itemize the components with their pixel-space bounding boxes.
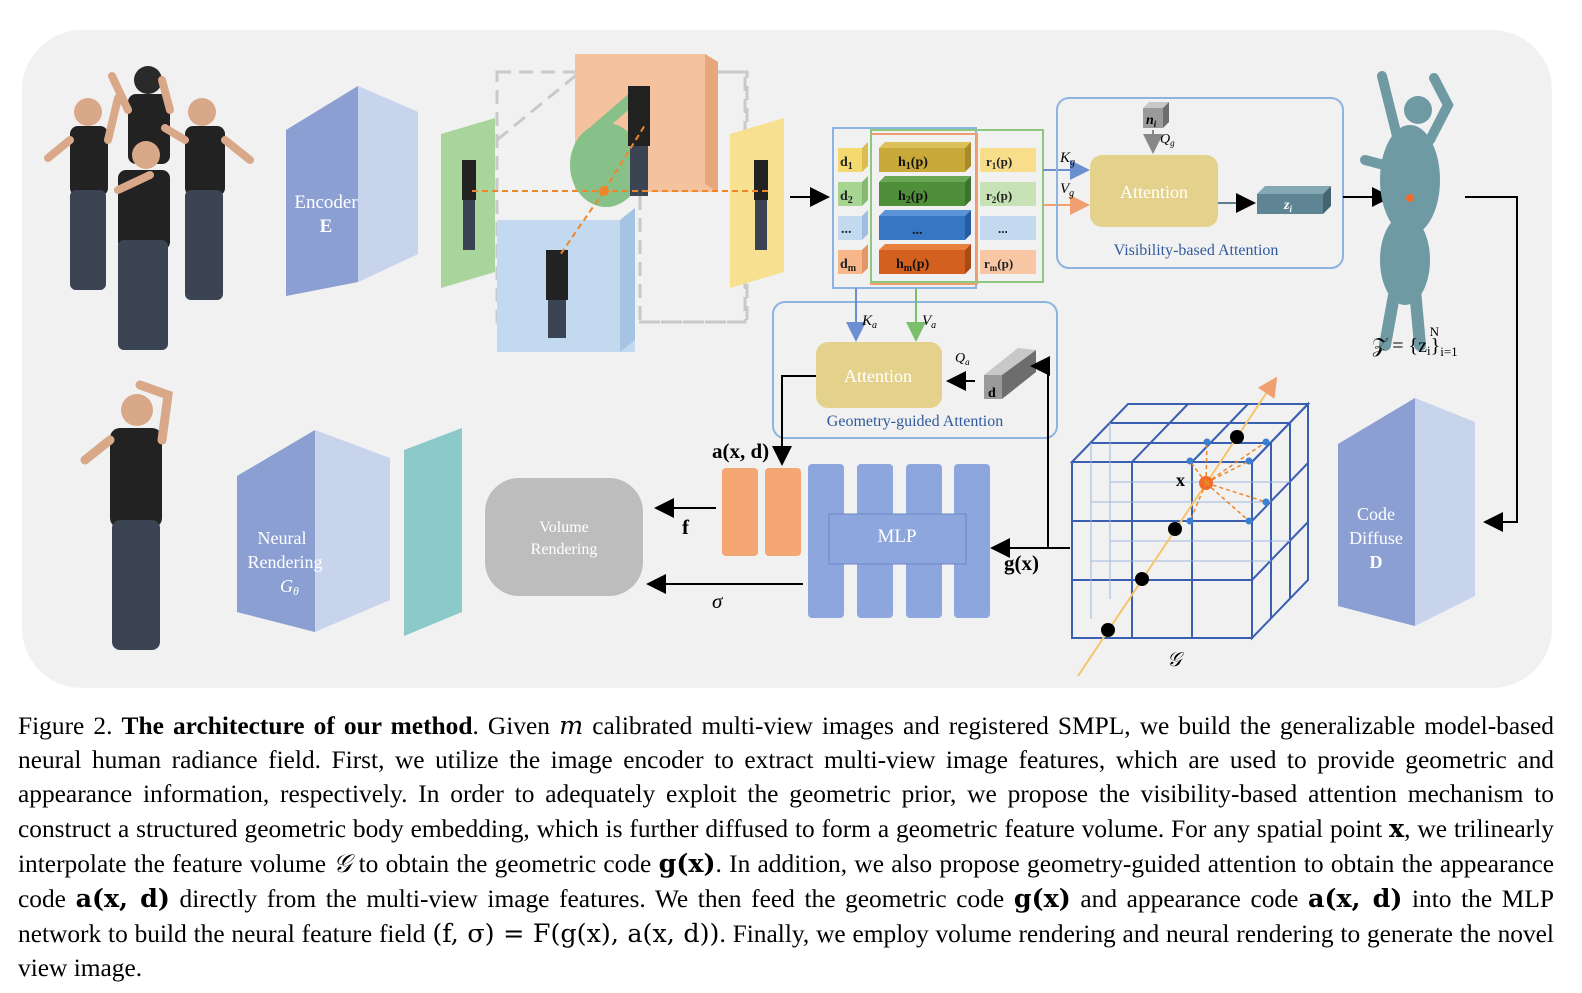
architecture-diagram: Encoder E	[44, 54, 1518, 677]
d1-label: d1	[840, 155, 853, 172]
qg-label: Qg	[1160, 132, 1175, 148]
gx-label: g(x)	[1004, 551, 1039, 575]
smpl-body	[1360, 71, 1454, 351]
mlp-label: MLP	[877, 526, 916, 547]
volume-rendering-line2: Rendering	[531, 541, 598, 558]
h1-label: h1(p)	[898, 155, 928, 172]
code-diffuse-block: Code Diffuse D	[1338, 398, 1475, 626]
d-ellipsis: ...	[841, 222, 852, 237]
caption-text-6: to obtain the geometric code	[351, 850, 659, 878]
f-label: f	[682, 515, 690, 539]
zi-label: zi	[1283, 198, 1292, 214]
caption-text-10: directly from the multi-view image featu…	[169, 885, 1014, 913]
h-bars	[879, 142, 971, 274]
kg-label: Kg	[1059, 150, 1075, 168]
caption-text-12: and appearance code	[1070, 885, 1309, 913]
caption-math-x: x	[1389, 813, 1405, 843]
r-ellipsis: ...	[998, 221, 1008, 236]
hm-label: hm(p)	[896, 257, 930, 274]
caption-text-2: calibrated multi-view images and registe…	[18, 712, 1554, 843]
r1-label: r1(p)	[986, 154, 1012, 171]
caption-math-axd: a(x, d)	[75, 883, 170, 913]
figure-title: The architecture of our method	[121, 712, 473, 740]
code-diffuse-line2: Diffuse	[1349, 528, 1403, 548]
qa-label: Qa	[955, 351, 970, 367]
d-dir-label: d	[988, 386, 996, 401]
caption-text-0: . Given	[472, 712, 560, 740]
a-xd-label: a(x, d)	[712, 439, 769, 463]
neural-rendering-line1: Neural	[258, 528, 307, 548]
dm-label: dm	[840, 257, 857, 274]
novel-view-photo	[80, 380, 173, 650]
code-diffuse-symbol: D	[1370, 552, 1383, 572]
ka-label: Ka	[861, 313, 877, 331]
rm-label: rm(p)	[984, 256, 1013, 273]
caption-math-field: (f, σ) = F(g(x), a(x, d))	[432, 918, 720, 948]
vis-attention-label: Attention	[1120, 182, 1188, 202]
geo-attention-label: Attention	[844, 366, 912, 386]
r-bars	[980, 148, 1036, 274]
x-point-label: x	[1176, 470, 1185, 490]
caption-math-gx: g(x)	[658, 848, 716, 878]
caption-math-G: 𝒢	[333, 848, 352, 878]
mlp-block: MLP	[722, 464, 990, 618]
d2-label: d2	[840, 189, 853, 206]
caption-math-axd-2: a(x, d)	[1308, 883, 1403, 913]
caption-text-8: . In addition, we also propose geometry-…	[18, 850, 1555, 913]
d-cubes	[838, 142, 868, 274]
input-views-photo	[44, 66, 254, 350]
z-set-label: 𝒵 = {zi}i=1N	[1372, 324, 1458, 359]
geometry-attention-module: Ka Va Attention Geometry-guided Attentio…	[772, 288, 1058, 439]
va-label: Va	[922, 313, 936, 331]
feature-volume-grid	[1069, 401, 1311, 641]
figure-caption: Figure 2. The architecture of our method…	[18, 708, 1554, 985]
visibility-attention-module: Attention Visibility-based Attention ni …	[1056, 97, 1344, 269]
encoder-symbol: E	[320, 216, 333, 237]
vg-label: Vg	[1060, 181, 1074, 199]
caption-text-14: into the MLP network to build the neural…	[18, 885, 1554, 948]
multi-view-feature-planes	[441, 54, 784, 352]
figure-number: Figure 2.	[18, 712, 113, 740]
volume-rendering-block: Volume Rendering	[485, 478, 643, 596]
neural-rendering-symbol: Gθ	[280, 576, 299, 598]
encoder-label: Encoder	[294, 192, 358, 213]
r2-label: r2(p)	[986, 188, 1012, 205]
geo-attention-caption: Geometry-guided Attention	[827, 413, 1003, 430]
sigma-label: σ	[712, 589, 724, 613]
h-ellipsis: ...	[912, 223, 923, 238]
caption-math-m: m	[559, 710, 584, 740]
caption-text-4: , we trilinearly interpolate the feature…	[18, 815, 1554, 878]
ni-label: ni	[1146, 113, 1157, 129]
caption-text-16: . Finally, we employ volume rendering an…	[18, 920, 1554, 982]
code-diffuse-line1: Code	[1357, 504, 1395, 524]
grid-label: 𝒢	[1167, 649, 1185, 671]
feature-table: d1 d2 ... dm h1(p) h2(p) ... hm(p)	[832, 127, 1044, 289]
neural-rendering-line2: Rendering	[248, 552, 323, 572]
encoder-block: Encoder E	[286, 86, 418, 296]
vis-attention-caption: Visibility-based Attention	[1114, 242, 1279, 259]
volume-rendering-line1: Volume	[539, 519, 588, 536]
h2-label: h2(p)	[898, 189, 928, 206]
sample-points	[1101, 430, 1270, 637]
neural-rendering-block: Neural Rendering Gθ	[237, 428, 462, 636]
caption-math-gx-2: g(x)	[1013, 883, 1071, 913]
